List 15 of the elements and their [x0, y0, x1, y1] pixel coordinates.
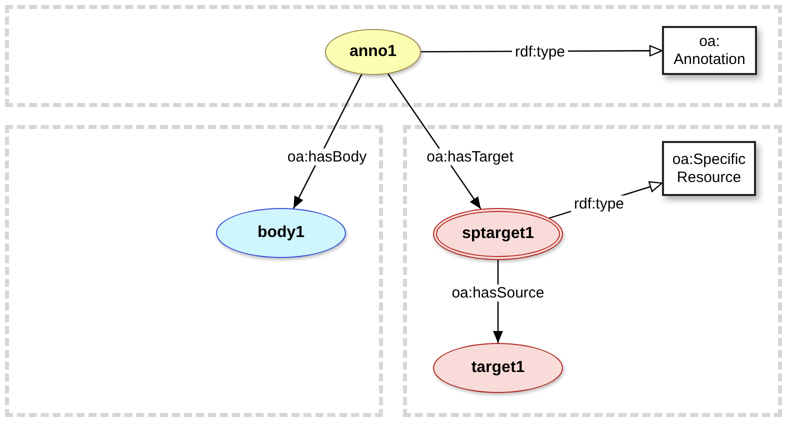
ellipse-node — [325, 29, 421, 75]
edge-label: rdf:type — [570, 196, 628, 212]
node-label: anno1 — [349, 43, 397, 61]
node-label: oa:Specific Resource — [671, 150, 747, 186]
arrow — [387, 73, 482, 210]
ellipse-node — [433, 208, 563, 260]
node-label: body1 — [257, 224, 305, 242]
node-label: target1 — [471, 359, 525, 377]
class-box — [662, 26, 757, 75]
arrow — [292, 74, 362, 209]
edge-label: rdf:type — [512, 44, 568, 60]
node-label: sptarget1 — [462, 225, 534, 243]
dashed-region — [5, 5, 782, 107]
class-box — [662, 141, 756, 196]
node-label: oa: Annotation — [672, 32, 746, 68]
